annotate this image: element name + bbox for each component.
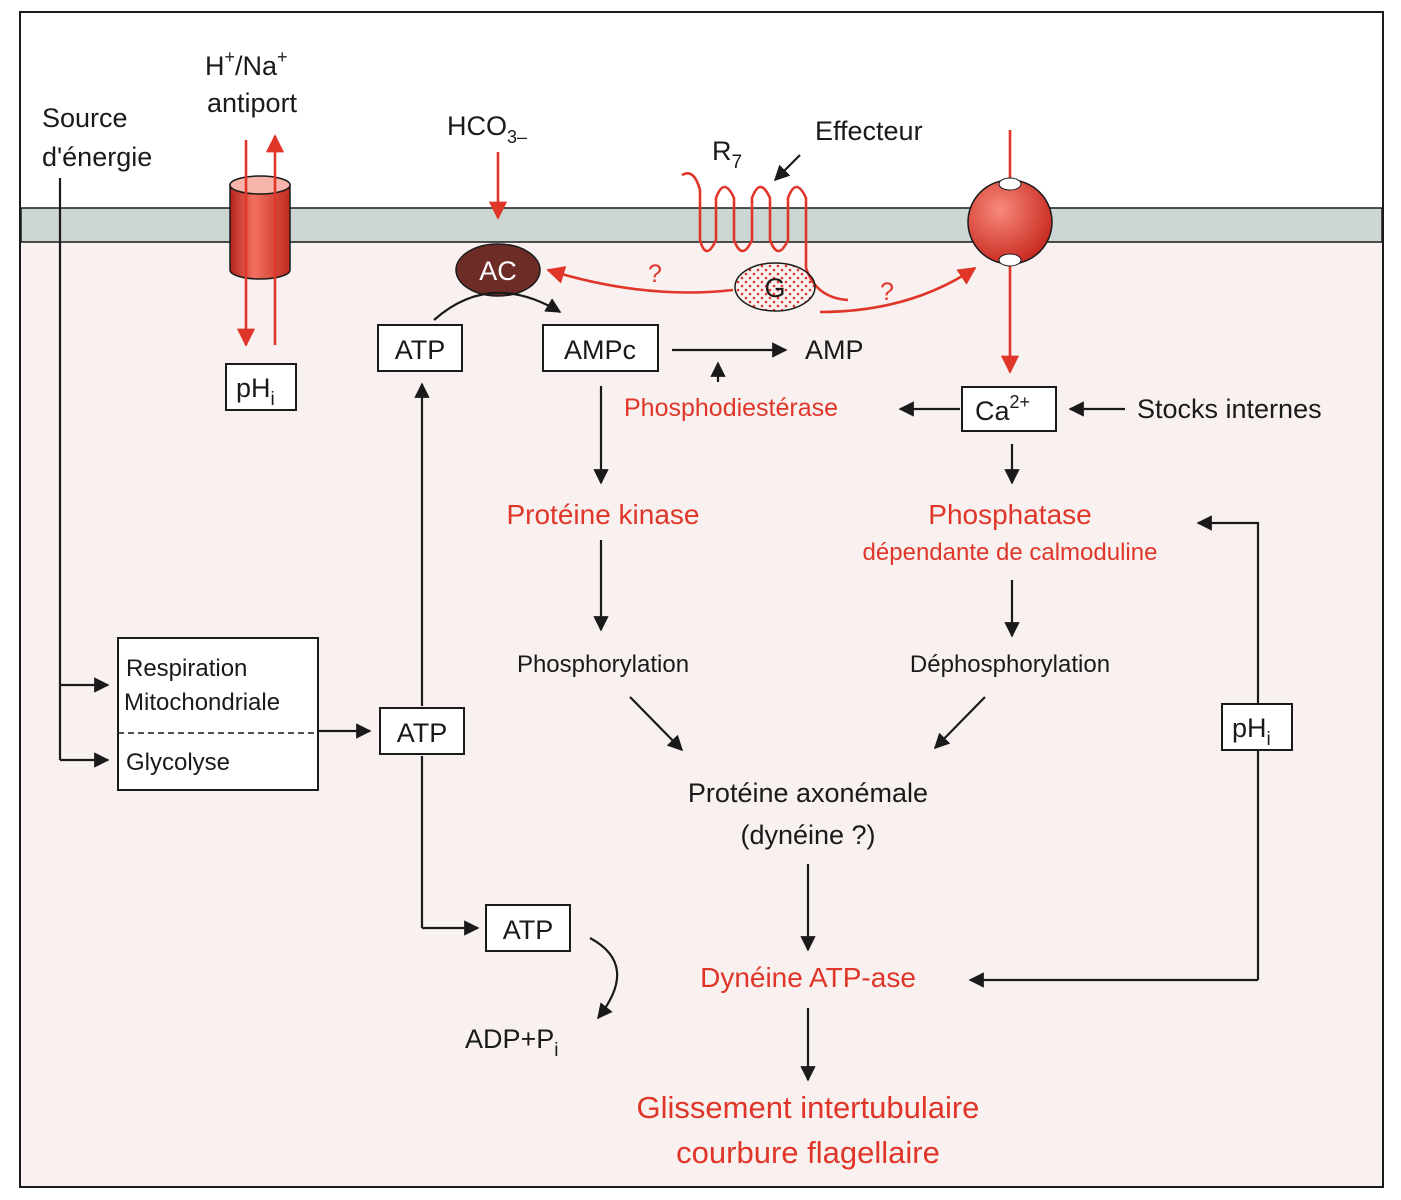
dyneine-label: Dynéine ATP-ase	[700, 962, 916, 993]
phi-right: pHi	[1232, 713, 1271, 750]
dephosphorylation-label: Déphosphorylation	[910, 651, 1110, 678]
ca-label: Ca2+	[975, 392, 1030, 426]
phosphatase-label-2: dépendante de calmoduline	[863, 539, 1158, 566]
glissement-label-2: courbure flagellaire	[676, 1135, 940, 1170]
phosphatase-label-1: Phosphatase	[928, 499, 1091, 530]
atp-box-mid	[379, 707, 465, 755]
stocks-label: Stocks internes	[1137, 394, 1322, 424]
membrane	[20, 207, 1383, 243]
adp-label: ADP+Pi	[465, 1024, 559, 1061]
glycolyse-label: Glycolyse	[126, 749, 230, 776]
phi-box-right	[1221, 703, 1293, 751]
axonemale-label-2: (dynéine ?)	[740, 820, 875, 850]
atp-low: ATP	[503, 915, 554, 945]
ac-label: AC	[479, 256, 517, 286]
hco3-label: HCO3–	[447, 111, 527, 147]
effecteur-label: Effecteur	[815, 116, 923, 146]
ac-enzyme	[455, 243, 541, 297]
q-left: ?	[648, 260, 662, 288]
atp-top: ATP	[395, 335, 446, 365]
r7-label: R7	[712, 136, 742, 173]
dotted-ellipse-icon	[734, 262, 816, 312]
phi-top: pHi	[236, 373, 275, 410]
axonemale-label-1: Protéine axonémale	[688, 778, 928, 808]
g-label: G	[764, 273, 785, 303]
source-label-2: d'énergie	[42, 142, 152, 172]
atp-mid: ATP	[397, 718, 448, 748]
source-label-1: Source	[42, 103, 128, 133]
antiport-label-2: antiport	[207, 88, 298, 118]
respiration-box	[117, 637, 319, 791]
sphere-channel-icon	[967, 177, 1053, 267]
q-right: ?	[880, 278, 894, 306]
cylinder-channel-icon	[229, 175, 291, 280]
respiration-label-2: Mitochondriale	[124, 689, 280, 716]
respiration-label-1: Respiration	[126, 655, 247, 682]
amp-label: AMP	[805, 335, 864, 365]
phi-box-top	[225, 363, 297, 411]
ca-box	[961, 386, 1057, 432]
ampc-label: AMPc	[564, 335, 636, 365]
phosphorylation-label: Phosphorylation	[517, 651, 689, 678]
atp-box-top	[377, 324, 463, 372]
glissement-label-1: Glissement intertubulaire	[637, 1090, 980, 1125]
ampc-box	[542, 324, 659, 372]
atp-box-low	[485, 904, 571, 952]
phosphodiesterase-label: Phosphodiestérase	[624, 394, 838, 422]
serpentine-receptor-icon	[681, 172, 849, 302]
proteine-kinase-label: Protéine kinase	[506, 499, 699, 530]
antiport-label: H+/Na+	[205, 47, 288, 81]
